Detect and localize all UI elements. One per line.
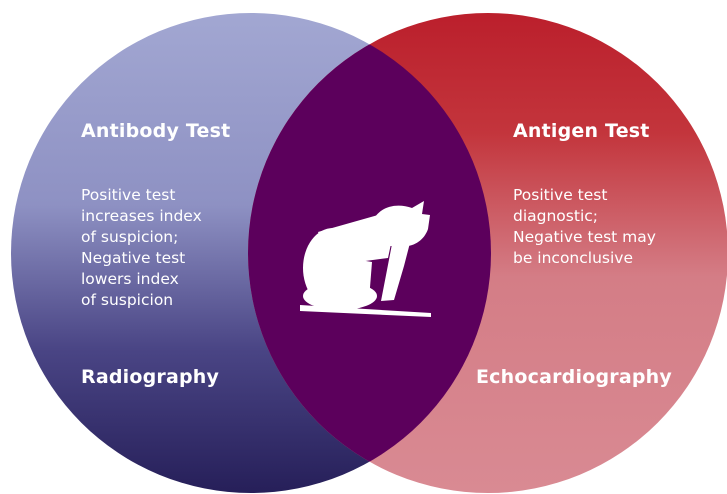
echocardiography-label: Echocardiography (476, 366, 672, 388)
antibody-test-heading: Antibody Test (81, 120, 231, 142)
radiography-label: Radiography (81, 366, 220, 388)
antigen-test-description: Positive test diagnostic; Negative test … (513, 185, 703, 269)
antigen-line: Positive test (513, 186, 608, 204)
antigen-line: Negative test may (513, 228, 656, 246)
cat-silhouette-icon (300, 201, 431, 317)
antibody-line: of suspicion (81, 291, 174, 309)
antibody-test-description: Positive test increases index of suspici… (81, 185, 246, 311)
antigen-test-heading: Antigen Test (513, 120, 650, 142)
antibody-line: increases index (81, 207, 202, 225)
antigen-line: diagnostic; (513, 207, 598, 225)
antigen-line: be inconclusive (513, 249, 634, 267)
antibody-line: Positive test (81, 186, 176, 204)
antibody-line: of suspicion; (81, 228, 179, 246)
antibody-line: lowers index (81, 270, 179, 288)
overlap-region (248, 13, 491, 493)
antibody-line: Negative test (81, 249, 186, 267)
